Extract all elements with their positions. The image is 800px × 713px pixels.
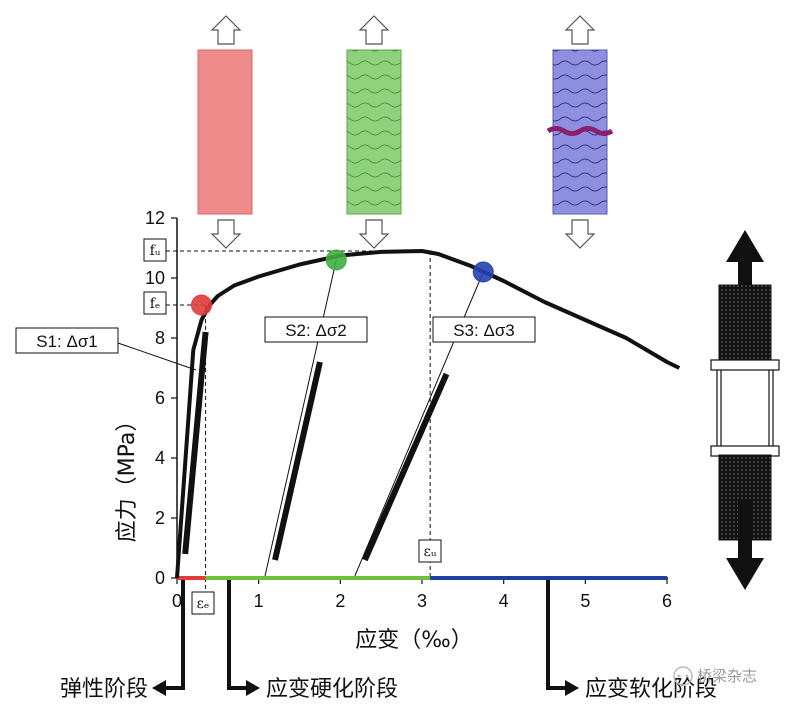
localized-crack bbox=[546, 126, 614, 136]
ee-label: εₑ bbox=[197, 596, 210, 612]
x-tick-label: 0 bbox=[172, 591, 182, 611]
fu-label: fᵤ bbox=[150, 243, 161, 259]
state-point-marker bbox=[472, 261, 494, 283]
y-tick-label: 6 bbox=[155, 388, 165, 408]
x-tick-label: 2 bbox=[335, 591, 345, 611]
watermark-text: 桥梁杂志 bbox=[697, 667, 757, 685]
specimen-red bbox=[197, 49, 253, 215]
stage-arrow-elastic: 弹性阶段 bbox=[60, 580, 185, 702]
state-point-marker bbox=[325, 249, 347, 271]
s1-label: S1: Δσ1 bbox=[36, 332, 98, 351]
state-point-marker bbox=[191, 294, 212, 316]
y-tick-label: 12 bbox=[145, 208, 165, 228]
x-axis-label: 应变（‰） bbox=[355, 628, 473, 653]
tension-arrow-up-icon bbox=[210, 15, 242, 45]
tension-arrow-down-icon bbox=[210, 219, 242, 249]
curve-layer bbox=[175, 249, 681, 579]
specimen-green-cracks bbox=[347, 50, 401, 214]
tension-arrow-up-icon bbox=[358, 15, 390, 45]
x-tick-label: 1 bbox=[254, 591, 264, 611]
s2-label: S2: Δσ2 bbox=[285, 321, 347, 340]
eu-label: εᵤ bbox=[424, 544, 437, 560]
tension-arrow-up-icon bbox=[564, 15, 596, 45]
pull-arrow-down-icon bbox=[726, 500, 764, 590]
stage-hardening-label: 应变硬化阶段 bbox=[266, 677, 398, 702]
y-tick-label: 4 bbox=[155, 448, 165, 468]
unloading-segment bbox=[182, 331, 209, 555]
stage-arrow-softening: 应变软化阶段 bbox=[546, 580, 717, 702]
x-tick-label: 5 bbox=[580, 591, 590, 611]
fu-mark: fᵤ bbox=[143, 238, 167, 262]
tension-arrow-down-icon bbox=[564, 219, 596, 249]
s1-label-box: S1: Δσ1 bbox=[15, 327, 197, 371]
stage-arrow-hardening: 应变硬化阶段 bbox=[227, 580, 398, 702]
eu-mark: εᵤ bbox=[418, 539, 442, 563]
x-tick-label: 4 bbox=[499, 591, 509, 611]
stage-elastic-label: 弹性阶段 bbox=[60, 677, 148, 702]
fe-mark: fₑ bbox=[143, 291, 167, 315]
y-tick-label: 10 bbox=[145, 268, 165, 288]
s2-label-box: S2: Δσ2 bbox=[264, 316, 368, 343]
y-axis-label: 应力（MPa） bbox=[115, 410, 140, 543]
y-tick-label: 0 bbox=[155, 568, 165, 588]
s3-label: S3: Δσ3 bbox=[453, 321, 515, 340]
y-tick-label: 8 bbox=[155, 328, 165, 348]
tension-arrow-down-icon bbox=[358, 219, 390, 249]
s3-label-box: S3: Δσ3 bbox=[432, 316, 536, 343]
tensile-test-specimen bbox=[710, 230, 780, 590]
specimen-hardening bbox=[346, 15, 402, 249]
s2-leader bbox=[264, 259, 337, 577]
unloading-segment bbox=[272, 361, 323, 561]
unloading-segment bbox=[362, 372, 450, 562]
fe-label: fₑ bbox=[150, 296, 161, 312]
ee-mark: εₑ bbox=[191, 591, 215, 615]
specimen-softening bbox=[546, 15, 614, 249]
axes bbox=[176, 218, 668, 579]
x-tick-label: 6 bbox=[662, 591, 672, 611]
y-tick-label: 2 bbox=[155, 508, 165, 528]
pull-arrow-up-icon bbox=[726, 230, 764, 290]
watermark: 桥梁杂志 bbox=[673, 666, 757, 686]
x-tick-label: 3 bbox=[417, 591, 427, 611]
specimen-elastic bbox=[197, 15, 253, 249]
stage-softening-label: 应变软化阶段 bbox=[585, 677, 717, 702]
